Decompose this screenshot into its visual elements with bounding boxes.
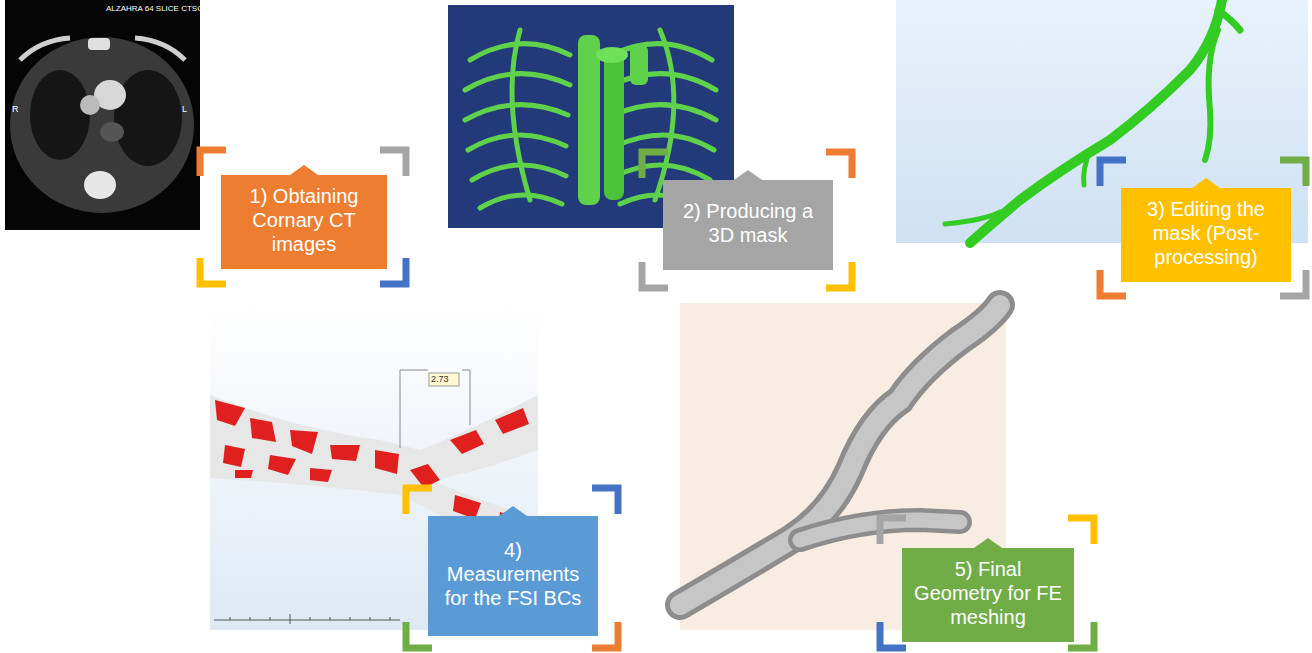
step-box: 3) Editing the mask (Post-processing) — [1121, 178, 1291, 282]
orientation-mark: L — [182, 104, 187, 114]
measurement-value: 2.73 — [431, 374, 449, 384]
step-label: 4) Measurements for the FSI BCs — [428, 524, 598, 618]
corner-bracket — [200, 150, 1306, 648]
step-label: 2) Producing a 3D mask — [663, 185, 833, 255]
step-box: 4) Measurements for the FSI BCs — [428, 506, 598, 636]
ct-image — [5, 0, 200, 230]
orientation-mark: R — [12, 104, 19, 114]
step-box: 2) Producing a 3D mask — [663, 170, 833, 270]
step-label: 1) Obtaining Cornary CT images — [221, 170, 387, 264]
step-label: 3) Editing the mask (Post-processing) — [1121, 183, 1291, 277]
step-box: 5) Final Geometry for FE meshing — [902, 538, 1074, 642]
step-box: 1) Obtaining Cornary CT images — [221, 165, 387, 269]
scan-annotation: ALZAHRA 64 SLICE CTSCAN — [106, 4, 214, 13]
step-label: 5) Final Geometry for FE meshing — [902, 543, 1074, 637]
